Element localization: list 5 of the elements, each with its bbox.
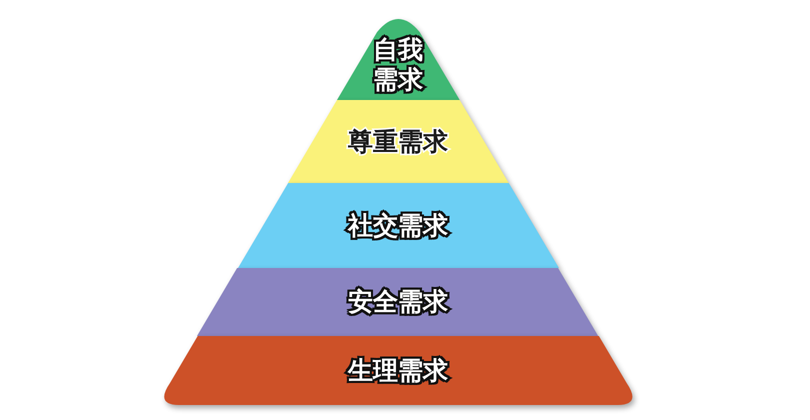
level-label: 自我需求 [372,34,424,95]
level-label: 安全需求 [348,287,448,317]
level-label: 社交需求 [348,210,448,240]
level-label: 尊重需求 [348,126,448,156]
level-label: 生理需求 [348,356,448,386]
